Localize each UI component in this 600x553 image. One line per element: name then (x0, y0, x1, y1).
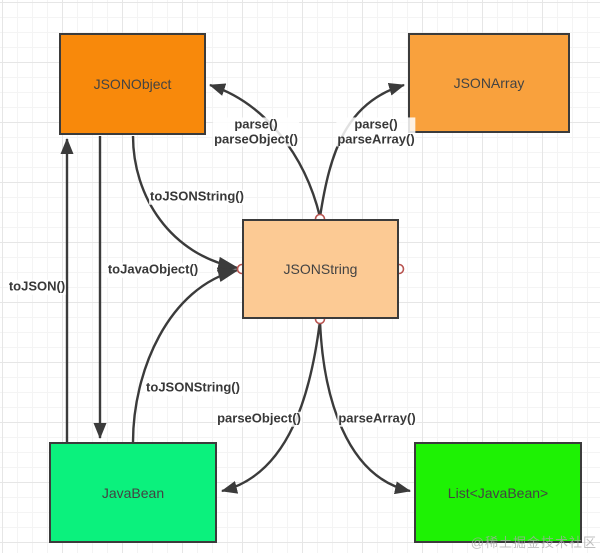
edge-label-tojsonstring-bottom: toJSONString() (145, 379, 241, 396)
edge-label-parsearray-bottom: parseArray() (337, 410, 417, 427)
node-listjavabean-label: List<JavaBean> (447, 484, 549, 501)
edge-label-parse-parsearray: parse() parseArray() (336, 116, 416, 147)
node-jsonstring-label: JSONString (283, 261, 358, 277)
edge-label-line: parseArray() (337, 131, 415, 146)
node-jsonarray-label: JSONArray (453, 75, 525, 91)
node-jsonarray: JSONArray (408, 33, 570, 133)
edge-label-tojson: toJSON() (7, 278, 67, 295)
edge-label-tojsonstring-top: toJSONString() (149, 188, 245, 205)
node-javabean-label: JavaBean (101, 484, 165, 501)
edge-label-line: parseObject() (214, 131, 298, 146)
edge-label-line: parse() (354, 116, 398, 132)
node-jsonstring: JSONString (242, 219, 399, 319)
edge-label-parse-parseobject: parse() parseObject() (213, 116, 299, 147)
node-jsonobject: JSONObject (59, 33, 206, 135)
edge-label-tojavaobject: toJavaObject() (106, 261, 200, 278)
edge-jsonstring-to-jsonarray (318, 82, 405, 218)
watermark: @稀土掘金技术社区 (470, 535, 597, 550)
node-listjavabean: List<JavaBean> (414, 442, 582, 543)
node-javabean: JavaBean (49, 442, 217, 543)
node-jsonobject-label: JSONObject (93, 76, 172, 92)
edge-label-parseobject-bottom: parseObject() (216, 410, 302, 427)
edge-label-line: parse() (234, 116, 278, 132)
edge-jsonstring-to-javabean (221, 320, 322, 494)
edge-jsonstring-to-listjavabean (318, 320, 411, 495)
